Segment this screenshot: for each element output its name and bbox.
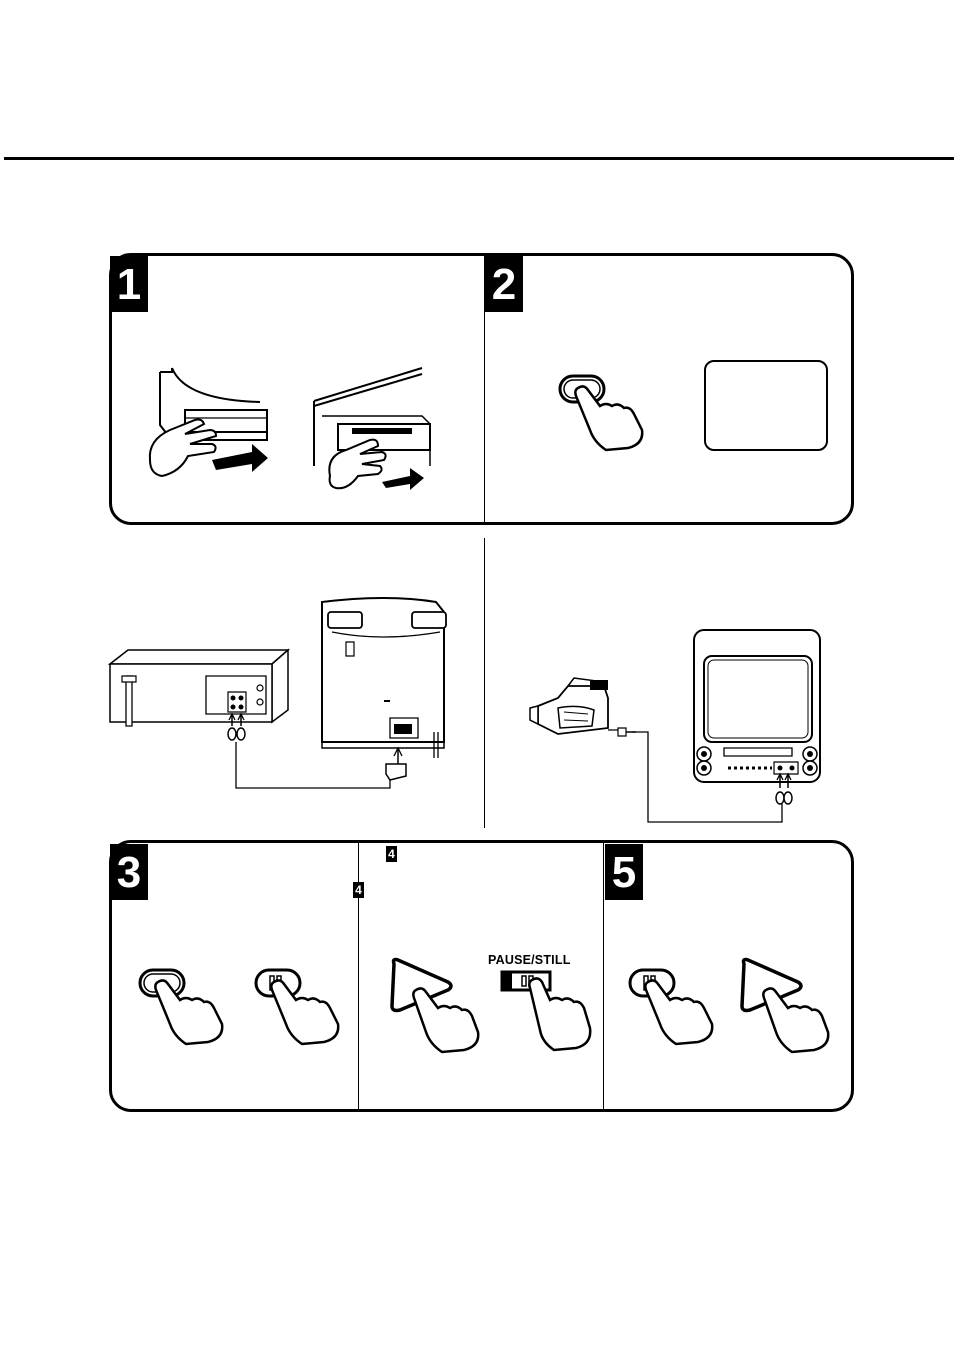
tv-cassette-insert-illustration [140,360,280,490]
step-3-pause-button-press [252,966,347,1048]
pointing-hand-icon [763,988,828,1052]
pointing-hand-icon [529,978,590,1050]
step-1-badge: 1 [110,256,148,312]
bottom-panel-divider-2 [603,843,604,1109]
camcorder-to-tv-connection-illustration [528,628,828,828]
step-4-ref-badge: 4 [386,846,397,862]
header-rule [4,157,954,160]
step-5-play-button-press [738,956,833,1056]
step-4-ref-badge-secondary: 4 [353,882,364,898]
step-4-play-button-press [388,956,483,1056]
vcr-cassette-insert-illustration [312,366,442,496]
screen-display [704,360,828,451]
step-3-oval-button-press [136,966,231,1048]
step-3-badge: 3 [110,844,148,900]
pointing-hand-icon [575,386,642,450]
pointing-hand-icon [645,980,712,1044]
middle-divider [484,538,485,828]
step-5-pause-button-press [626,966,721,1048]
pointing-hand-icon [413,988,478,1052]
press-oval-button-illustration [556,372,651,452]
step-4-pause-still-button-press [500,970,595,1054]
pointing-hand-icon [155,980,222,1044]
step-2-badge: 2 [485,256,523,312]
pause-still-label: PAUSE/STILL [488,953,571,967]
vcr-to-tv-connection-illustration [108,592,448,792]
pointing-hand-icon [271,980,338,1044]
step-5-badge: 5 [605,844,643,900]
